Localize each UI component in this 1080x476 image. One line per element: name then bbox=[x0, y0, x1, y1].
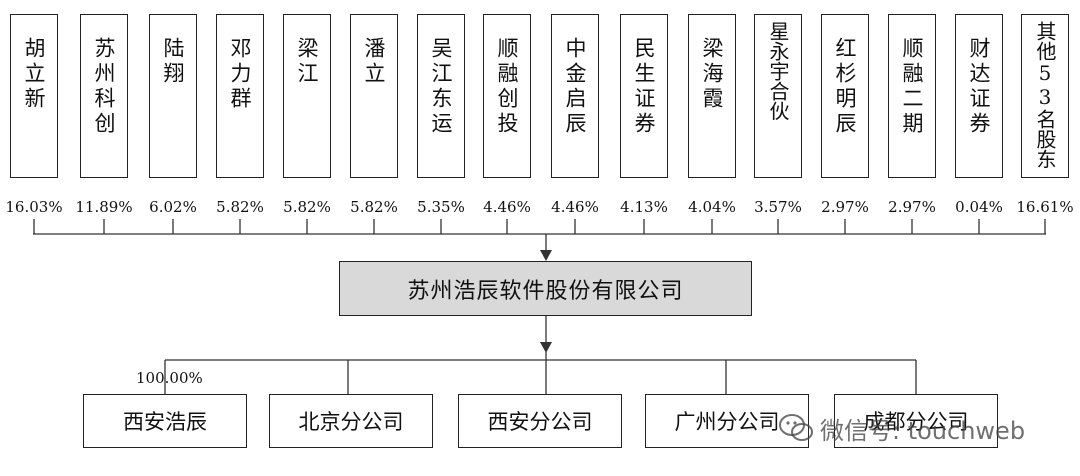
shareholder-name: 其他53名股东 bbox=[1033, 21, 1057, 169]
subsidiary-name: 成都分公司 bbox=[863, 410, 969, 434]
shareholder-pct: 4.46% bbox=[551, 198, 599, 216]
shareholder-name: 红杉明辰 bbox=[833, 37, 857, 137]
watermark-text: 微信号: touchweb bbox=[820, 416, 1026, 445]
arrow-to-subsidiaries bbox=[540, 342, 552, 353]
shareholder-box: 中金启辰 bbox=[551, 14, 599, 178]
subsidiary-box: 西安分公司 bbox=[458, 394, 622, 448]
shareholder-box: 胡立新 bbox=[10, 14, 58, 178]
shareholder-name: 邓力群 bbox=[228, 37, 252, 112]
shareholder-pct: 4.04% bbox=[688, 198, 736, 216]
shareholder-name: 吴江东运 bbox=[429, 37, 453, 137]
shareholder-box: 吴江东运 bbox=[417, 14, 465, 178]
shareholder-name: 顺融创投 bbox=[495, 37, 519, 137]
shareholder-box: 红杉明辰 bbox=[821, 14, 869, 178]
shareholder-name: 潘立 bbox=[362, 37, 386, 87]
subsidiary-name: 广州分公司 bbox=[674, 410, 780, 434]
subsidiary-pct: 100.00% bbox=[136, 369, 203, 387]
arrow-to-company bbox=[540, 250, 552, 261]
shareholder-box: 苏州科创 bbox=[80, 14, 128, 178]
shareholder-name: 苏州科创 bbox=[92, 37, 116, 137]
shareholder-box: 其他53名股东 bbox=[1021, 14, 1069, 178]
shareholder-box: 邓力群 bbox=[216, 14, 264, 178]
shareholder-name: 梁海霞 bbox=[700, 37, 724, 112]
shareholder-pct: 6.02% bbox=[149, 198, 197, 216]
wechat-icon bbox=[778, 413, 814, 443]
shareholder-box: 潘立 bbox=[350, 14, 398, 178]
shareholder-box: 顺融二期 bbox=[888, 14, 936, 178]
shareholder-box: 陆翔 bbox=[149, 14, 197, 178]
shareholder-pct: 16.03% bbox=[5, 198, 63, 216]
company-box: 苏州浩辰软件股份有限公司 bbox=[339, 261, 752, 316]
shareholder-name: 梁江 bbox=[295, 37, 319, 87]
subsidiary-box: 成都分公司 bbox=[834, 394, 998, 448]
shareholder-pct: 4.46% bbox=[483, 198, 531, 216]
subsidiary-name: 西安分公司 bbox=[487, 410, 593, 434]
shareholder-box: 民生证券 bbox=[620, 14, 668, 178]
subsidiary-box: 广州分公司 bbox=[645, 394, 809, 448]
shareholder-name: 陆翔 bbox=[161, 37, 185, 87]
shareholder-name: 民生证券 bbox=[632, 37, 656, 137]
subsidiary-name: 北京分公司 bbox=[298, 410, 404, 434]
company-name: 苏州浩辰软件股份有限公司 bbox=[407, 278, 684, 304]
subsidiary-box: 西安浩辰 bbox=[83, 394, 247, 448]
shareholder-pct: 5.82% bbox=[216, 198, 264, 216]
subsidiary-name: 西安浩辰 bbox=[123, 410, 207, 434]
shareholder-name: 财达证券 bbox=[967, 37, 991, 137]
shareholder-box: 财达证券 bbox=[955, 14, 1003, 178]
shareholder-pct: 16.61% bbox=[1016, 198, 1074, 216]
shareholder-pct: 5.82% bbox=[283, 198, 331, 216]
shareholder-pct: 11.89% bbox=[75, 198, 133, 216]
shareholder-pct: 2.97% bbox=[821, 198, 869, 216]
shareholder-box: 顺融创投 bbox=[483, 14, 531, 178]
wechat-watermark: 微信号: touchweb bbox=[778, 408, 1025, 448]
shareholder-pct: 0.04% bbox=[955, 198, 1003, 216]
shareholder-pct: 3.57% bbox=[754, 198, 802, 216]
shareholder-pct: 4.13% bbox=[620, 198, 668, 216]
shareholder-name: 星永宇合伙 bbox=[766, 21, 790, 121]
shareholder-box: 梁海霞 bbox=[688, 14, 736, 178]
shareholder-name: 顺融二期 bbox=[900, 37, 924, 137]
shareholder-name: 中金启辰 bbox=[563, 37, 587, 137]
shareholder-pct: 5.82% bbox=[350, 198, 398, 216]
shareholder-pct: 2.97% bbox=[888, 198, 936, 216]
subsidiary-box: 北京分公司 bbox=[269, 394, 433, 448]
shareholder-box: 星永宇合伙 bbox=[754, 14, 802, 178]
shareholder-name: 胡立新 bbox=[22, 37, 46, 112]
shareholder-pct: 5.35% bbox=[417, 198, 465, 216]
shareholder-box: 梁江 bbox=[283, 14, 331, 178]
